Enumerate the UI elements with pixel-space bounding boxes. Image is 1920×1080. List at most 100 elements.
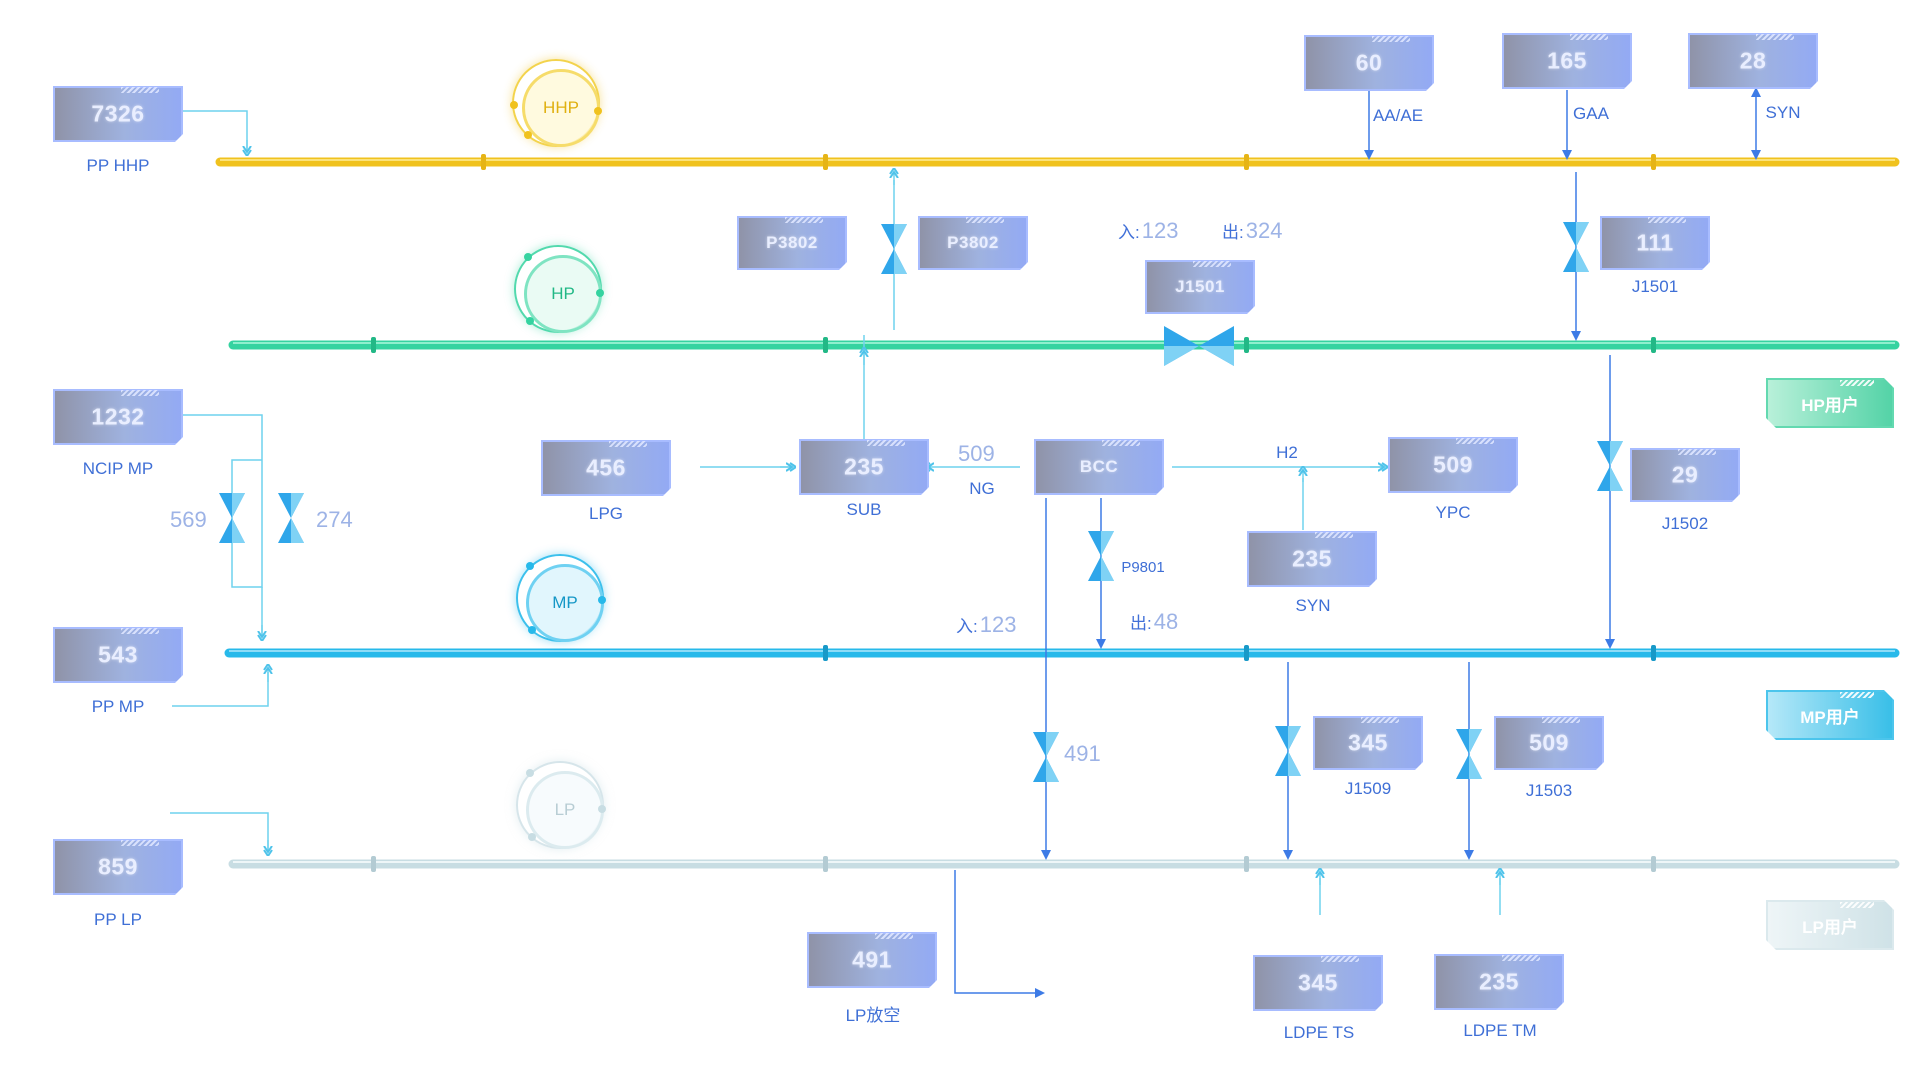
valve-icon-j1509[interactable] (1275, 726, 1301, 776)
valve-icon-274[interactable] (278, 493, 304, 543)
hp-in-readout: 入:123 (1118, 218, 1178, 244)
bcc-box[interactable]: BCC (1034, 439, 1164, 495)
lpg-value: 456 (586, 454, 626, 481)
j1509-box[interactable]: 345 (1313, 716, 1423, 770)
valve-icon-j1501-right[interactable] (1563, 222, 1589, 272)
aa-ae-value: 60 (1355, 49, 1383, 76)
ncip-mp-label: NCIP MP (82, 459, 154, 478)
lp-badge-dot (528, 833, 536, 841)
hp-out-label: 出: (1222, 223, 1244, 242)
mp-badge-dot (598, 596, 606, 604)
ypc-label: YPC (1435, 503, 1471, 522)
mp-out-readout: 出:48 (1130, 609, 1178, 635)
sub-value: 235 (844, 453, 884, 480)
valve-icon-569[interactable] (219, 493, 245, 543)
j1501-right-box[interactable]: 111 (1600, 216, 1710, 270)
j1501-mid-box[interactable]: J1501 (1145, 260, 1255, 314)
lp-pipe (228, 856, 1900, 872)
hp-in-value: 123 (1141, 218, 1179, 243)
j1509-label: J1509 (1344, 779, 1392, 798)
lp-vent-value: 491 (852, 946, 892, 973)
syn-top-label: SYN (1765, 103, 1801, 122)
valve-icon-p9801[interactable] (1088, 531, 1114, 581)
ng-value: 509 (958, 441, 995, 466)
mp-user-button[interactable]: MP用户 (1766, 690, 1894, 740)
h2-label: H2 (1276, 443, 1298, 462)
hhp-badge-dot (524, 131, 532, 139)
ldpe-ts-label: LDPE TS (1283, 1023, 1355, 1042)
valve-icon-j1503[interactable] (1456, 729, 1482, 779)
valve-569-value: 569 (170, 507, 207, 532)
mp-in-value: 123 (979, 612, 1017, 637)
lp-vent-box[interactable]: 491 (807, 932, 937, 988)
syn-mid-box[interactable]: 235 (1247, 531, 1377, 587)
p3802-right-value: P3802 (947, 233, 999, 252)
mp-badge-dot (528, 626, 536, 634)
valve-icon-491[interactable] (1033, 732, 1059, 782)
ypc-value: 509 (1433, 451, 1473, 478)
valve-icon-p3802[interactable] (881, 224, 907, 274)
aa-ae-box[interactable]: 60 (1304, 35, 1434, 91)
j1501-right-value: 111 (1636, 229, 1674, 256)
pp-hhp-value: 7326 (91, 100, 145, 127)
lp-user-button[interactable]: LP用户 (1766, 900, 1894, 950)
mp-out-value: 48 (1153, 609, 1179, 634)
valve-274-value: 274 (316, 507, 353, 532)
ldpe-ts-value: 345 (1298, 969, 1338, 996)
lp-badge-dot (526, 769, 534, 777)
valve-icon-j1501-hp[interactable] (1164, 326, 1234, 366)
j1503-box[interactable]: 509 (1494, 716, 1604, 770)
j1501-mid-value: J1501 (1175, 277, 1225, 296)
hp-pipe (228, 337, 1900, 353)
mp-badge-dot (526, 562, 534, 570)
hp-user-label: HP用户 (1801, 395, 1859, 415)
hp-header-label: HP (524, 255, 602, 333)
mp-pipe (224, 645, 1900, 661)
p3802-left-value: P3802 (766, 233, 818, 252)
syn-top-value: 28 (1739, 47, 1767, 74)
p3802-right-box[interactable]: P3802 (918, 216, 1028, 270)
mp-user-label: MP用户 (1800, 707, 1860, 727)
gaa-box[interactable]: 165 (1502, 33, 1632, 89)
j1502-value: 29 (1671, 461, 1699, 488)
gaa-label: GAA (1573, 104, 1609, 123)
lpg-box[interactable]: 456 (541, 440, 671, 496)
hhp-header-label: HHP (522, 69, 600, 147)
hp-header-badge: HP (514, 245, 604, 333)
mp-header-badge: MP (516, 554, 606, 642)
ldpe-tm-box[interactable]: 235 (1434, 954, 1564, 1010)
j1502-label: J1502 (1661, 514, 1709, 533)
ldpe-tm-value: 235 (1479, 968, 1519, 995)
pp-mp-box[interactable]: 543 (53, 627, 183, 683)
hhp-badge-dot (510, 101, 518, 109)
hp-badge-dot (526, 317, 534, 325)
hp-user-button[interactable]: HP用户 (1766, 378, 1894, 428)
pp-lp-box[interactable]: 859 (53, 839, 183, 895)
valve-icon-j1502[interactable] (1597, 441, 1623, 491)
pp-hhp-label: PP HHP (86, 156, 150, 175)
mp-out-label: 出: (1130, 614, 1152, 633)
ypc-box[interactable]: 509 (1388, 437, 1518, 493)
pp-mp-label: PP MP (91, 697, 145, 716)
pp-hhp-box[interactable]: 7326 (53, 86, 183, 142)
syn-mid-value: 235 (1292, 545, 1332, 572)
sub-box[interactable]: 235 (799, 439, 929, 495)
lpg-label: LPG (588, 504, 624, 523)
hp-out-readout: 出:324 (1222, 218, 1282, 244)
p3802-left-box[interactable]: P3802 (737, 216, 847, 270)
mp-in-readout: 入:123 (956, 612, 1016, 638)
hp-badge-dot (524, 253, 532, 261)
ldpe-ts-box[interactable]: 345 (1253, 955, 1383, 1011)
hp-badge-dot (596, 289, 604, 297)
ncip-mp-box[interactable]: 1232 (53, 389, 183, 445)
hhp-header-badge: HHP (510, 59, 602, 147)
j1501-right-label: J1501 (1631, 277, 1679, 296)
p9801-label: P9801 (1121, 559, 1165, 576)
hhp-badge-dot (594, 107, 602, 115)
gaa-value: 165 (1547, 47, 1587, 74)
syn-top-box[interactable]: 28 (1688, 33, 1818, 89)
j1503-value: 509 (1529, 729, 1569, 756)
j1502-box[interactable]: 29 (1630, 448, 1740, 502)
